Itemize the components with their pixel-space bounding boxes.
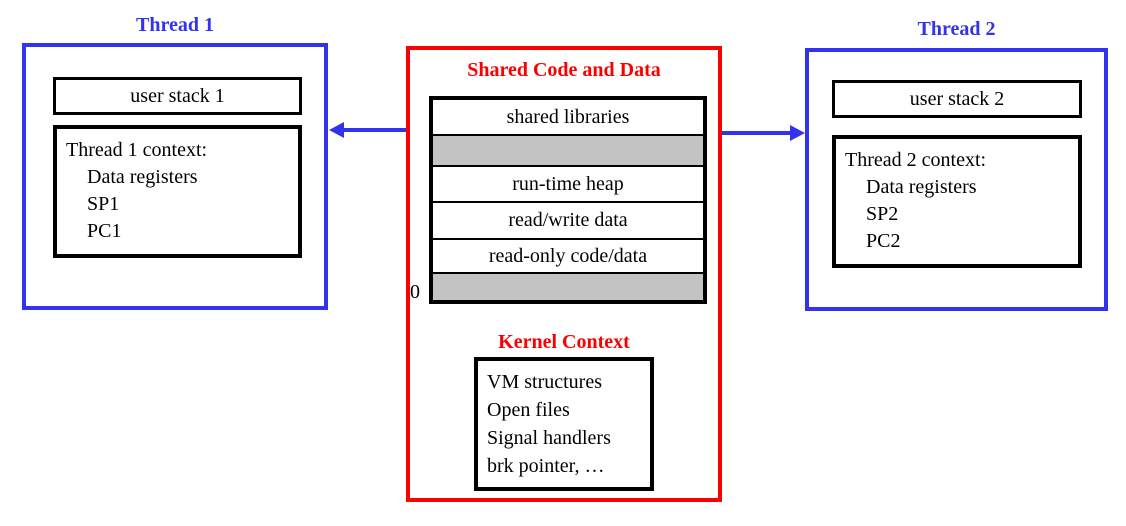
thread1-context-box: Thread 1 context: Data registers SP1 PC1 [53,125,302,258]
thread2-context-item: Data registers [866,176,977,198]
thread2-user-stack-box: user stack 2 [832,80,1082,118]
thread1-context-heading: Thread 1 context: [66,139,208,161]
kernel-context-box: VM structures Open files Signal handlers… [474,357,654,491]
arrow-right-head-icon [790,125,805,141]
arrow-left-shaft [342,128,406,132]
arrow-left-head-icon [329,122,344,138]
memory-row-gray-band [433,272,703,300]
memory-row-gray-band [433,134,703,165]
shared-code-data-title: Shared Code and Data [467,59,661,81]
thread1-context-item: PC1 [87,220,122,242]
thread2-context-box: Thread 2 context: Data registers SP2 PC2 [832,135,1082,268]
thread1-user-stack-box: user stack 1 [53,77,302,115]
thread2-context-item: SP2 [866,203,899,225]
memory-stack: shared libraries run-time heap read/writ… [429,96,707,304]
thread2-title: Thread 2 [917,18,996,40]
memory-row-shared-libraries: shared libraries [506,105,630,128]
address-origin-label: 0 [410,281,420,303]
memory-row-read-write-data: read/write data [433,201,703,238]
thread2-context-item: PC2 [866,230,901,252]
thread1-context-item: Data registers [87,166,198,188]
kernel-item: Open files [487,399,570,421]
memory-row-read-only-code-data: read-only code/data [433,238,703,272]
thread1-context-item: SP1 [87,193,120,215]
kernel-item: VM structures [487,371,602,393]
arrow-right-shaft [722,131,792,135]
thread2-context-heading: Thread 2 context: [845,149,987,171]
kernel-context-title: Kernel Context [498,331,630,353]
thread1-title: Thread 1 [136,14,214,36]
kernel-item: Signal handlers [487,427,611,449]
kernel-item: brk pointer, … [487,455,605,477]
memory-row-runtime-heap: run-time heap [433,165,703,201]
